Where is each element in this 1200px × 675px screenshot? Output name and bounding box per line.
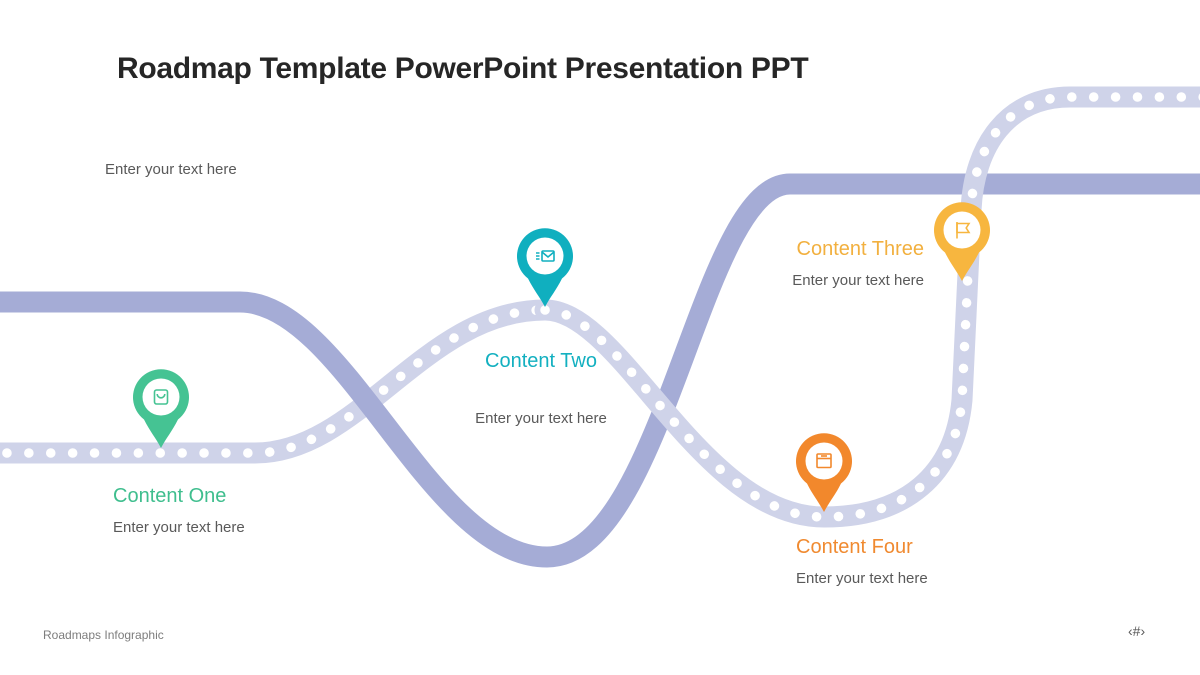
dotted-road-right-dots <box>540 92 1200 522</box>
intro-placeholder-text[interactable]: Enter your text here <box>105 161 237 178</box>
mail-send-icon <box>536 250 555 262</box>
flag-icon <box>956 222 971 239</box>
pin-inner-circle <box>943 211 981 249</box>
pin-inner-circle <box>805 442 843 480</box>
pin-content-one[interactable] <box>133 369 189 448</box>
box-icon <box>816 453 832 469</box>
solid-road <box>0 173 1200 568</box>
slide-title[interactable]: Roadmap Template PowerPoint Presentation… <box>117 52 809 85</box>
dotted-road-left-dots <box>0 305 550 458</box>
footer-text[interactable]: Roadmaps Infographic <box>43 628 164 642</box>
milestone-content-three: Content Three Enter your text here <box>674 238 925 289</box>
pin-inner-circle <box>526 237 564 275</box>
milestone-two-label[interactable]: Content Two <box>485 350 597 372</box>
milestone-one-placeholder[interactable]: Enter your text here <box>113 519 245 536</box>
milestone-four-label[interactable]: Content Four <box>796 536 913 558</box>
pin-content-four[interactable] <box>796 433 852 512</box>
milestone-content-two: Content Two Enter your text here <box>421 350 661 427</box>
dotted-road-left-band <box>0 299 556 464</box>
pin-content-three[interactable] <box>934 202 990 281</box>
milestone-two-placeholder[interactable]: Enter your text here <box>475 410 607 427</box>
pin-content-two[interactable] <box>517 228 573 307</box>
milestone-content-four: Content Four Enter your text here <box>796 536 928 587</box>
slide-number-placeholder[interactable]: ‹#› <box>1128 623 1146 639</box>
milestone-one-label[interactable]: Content One <box>113 485 227 507</box>
milestone-content-one: Content One Enter your text here <box>113 485 245 536</box>
milestone-three-label[interactable]: Content Three <box>796 238 925 260</box>
milestone-four-placeholder[interactable]: Enter your text here <box>796 570 928 587</box>
shopping-bag-icon <box>153 389 169 405</box>
milestone-three-placeholder[interactable]: Enter your text here <box>792 272 924 289</box>
